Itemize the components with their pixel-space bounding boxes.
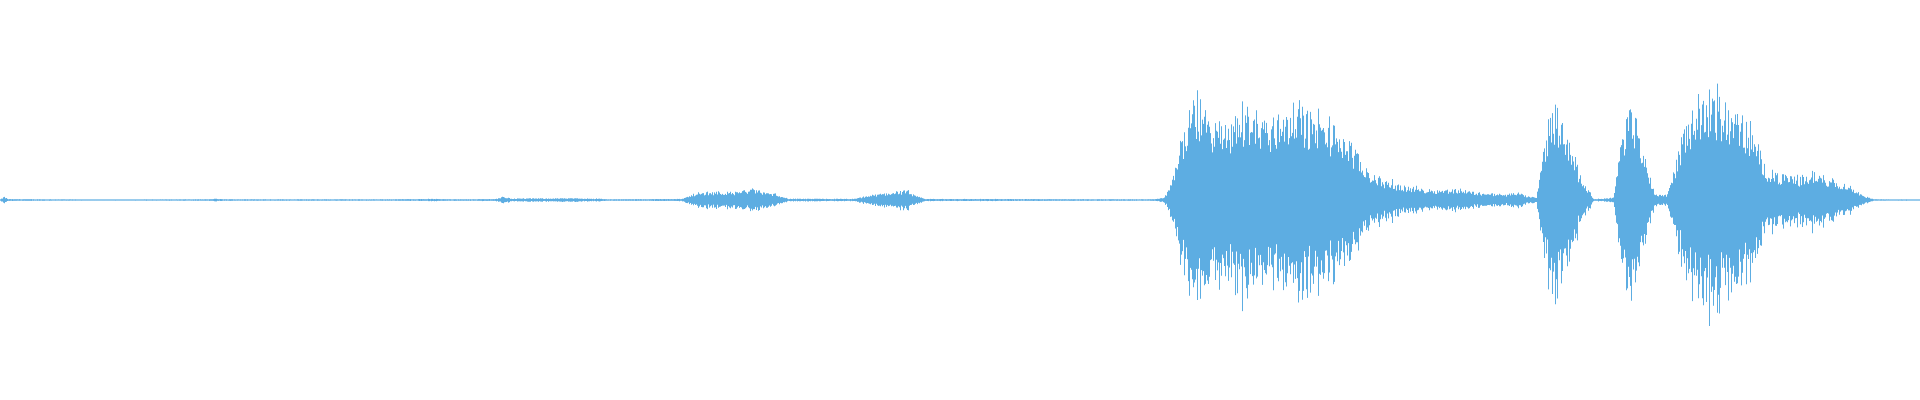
waveform-samples [0, 83, 1920, 326]
